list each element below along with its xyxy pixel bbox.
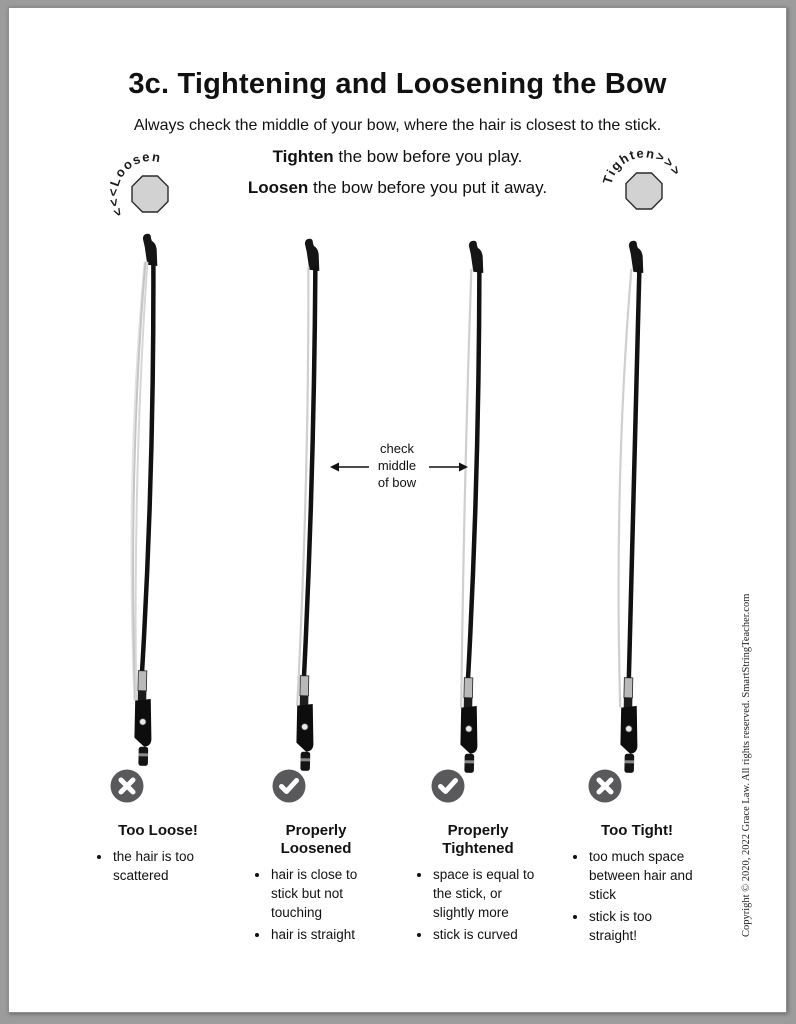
check-icon: [272, 769, 306, 803]
bow-tip: [304, 238, 320, 272]
bow-stick: [626, 265, 642, 688]
x-icon: [110, 769, 144, 803]
check-middle-line: check: [380, 441, 414, 456]
x-icon: [588, 769, 622, 803]
document-page: [8, 7, 787, 1013]
bow-hair: [134, 261, 149, 701]
bow-winding: [299, 675, 310, 697]
copyright-notice: Copyright © 2020, 2022 Grace Law. All ri…: [741, 593, 752, 937]
check-middle-line: middle: [377, 458, 417, 473]
bow-properly-tightened: [460, 240, 484, 773]
bow-grip: [623, 697, 633, 708]
bow-stick: [139, 260, 156, 681]
column-heading: Properly Loosened: [280, 822, 352, 857]
instruction-loosen-rest: the bow before you put it away.: [308, 178, 548, 197]
loosen-sign: <<<Loosen: [105, 149, 169, 219]
page-title: 3c. Tightening and Loosening the Bow: [128, 68, 667, 100]
bow-grip: [299, 695, 309, 706]
bow-hair: [130, 261, 146, 701]
bow-button-band: [138, 753, 149, 757]
bow-tip: [468, 240, 484, 274]
bow-properly-loosened: [296, 238, 320, 771]
instruction-tighten-rest: the bow before you play.: [333, 147, 523, 166]
bow-too-loose: [130, 233, 158, 766]
instruction-loosen-bold: Loosen: [247, 178, 309, 197]
column-heading: Too Loose!: [118, 822, 198, 839]
bow-button-band: [464, 760, 475, 764]
bow-winding: [137, 670, 148, 692]
bow-hair: [132, 261, 147, 701]
bow-stick: [465, 267, 482, 688]
bow-hair: [296, 266, 310, 706]
column-heading: Properly Tightened: [442, 822, 514, 857]
instruction-tighten: Tighten the bow before you play.: [8, 147, 787, 167]
octagon-icon: [131, 175, 169, 213]
bow-grip: [463, 697, 473, 708]
bow-button-band: [300, 758, 311, 762]
bow-grip: [137, 690, 147, 701]
subtitle: Always check the middle of your bow, whe…: [133, 117, 662, 134]
check-icon: [431, 769, 465, 803]
frog-eye: [625, 725, 633, 733]
instruction-tighten-bold: Tighten: [272, 147, 334, 166]
column-properly-loosened: Properly Loosened hair is close to stick…: [254, 822, 378, 947]
column-too-loose: Too Loose! the hair is too scattered: [96, 822, 220, 888]
bow-tip: [628, 240, 644, 274]
tighten-sign: Tighten>>>: [600, 145, 683, 210]
check-middle-line: of bow: [377, 475, 417, 490]
instruction-loosen: Loosen the bow before you put it away.: [8, 178, 787, 198]
bow-hair: [460, 268, 473, 708]
bullet-item: stick is curved: [432, 925, 540, 944]
bow-winding: [463, 677, 474, 699]
frog-eye: [139, 718, 147, 726]
bow-winding: [623, 677, 634, 699]
check-middle-note: check middle of bow: [352, 440, 442, 491]
bow-too-tight: [617, 240, 644, 773]
bow-tip: [142, 233, 158, 267]
frog-eye: [301, 723, 309, 731]
column-too-tight: Too Tight! too much space between hair a…: [572, 822, 702, 948]
column-properly-tightened: Properly Tightened space is equal to the…: [416, 822, 540, 947]
arrow-left-icon: [330, 462, 369, 472]
column-heading: Too Tight!: [601, 822, 673, 839]
arrow-right-icon: [429, 462, 468, 472]
octagon-icon: [625, 172, 663, 210]
bullet-item: hair is close to stick but not touching: [270, 865, 378, 922]
bullet-item: the hair is too scattered: [112, 847, 220, 885]
bullet-item: too much space between hair and stick: [588, 847, 702, 904]
bow-stick: [301, 265, 318, 686]
bullet-item: space is equal to the stick, or slightly…: [432, 865, 540, 922]
bow-hair: [617, 268, 633, 708]
bullet-item: stick is too straight!: [588, 907, 702, 945]
bow-button-band: [624, 760, 635, 764]
frog-eye: [465, 725, 473, 733]
bullet-item: hair is straight: [270, 925, 378, 944]
